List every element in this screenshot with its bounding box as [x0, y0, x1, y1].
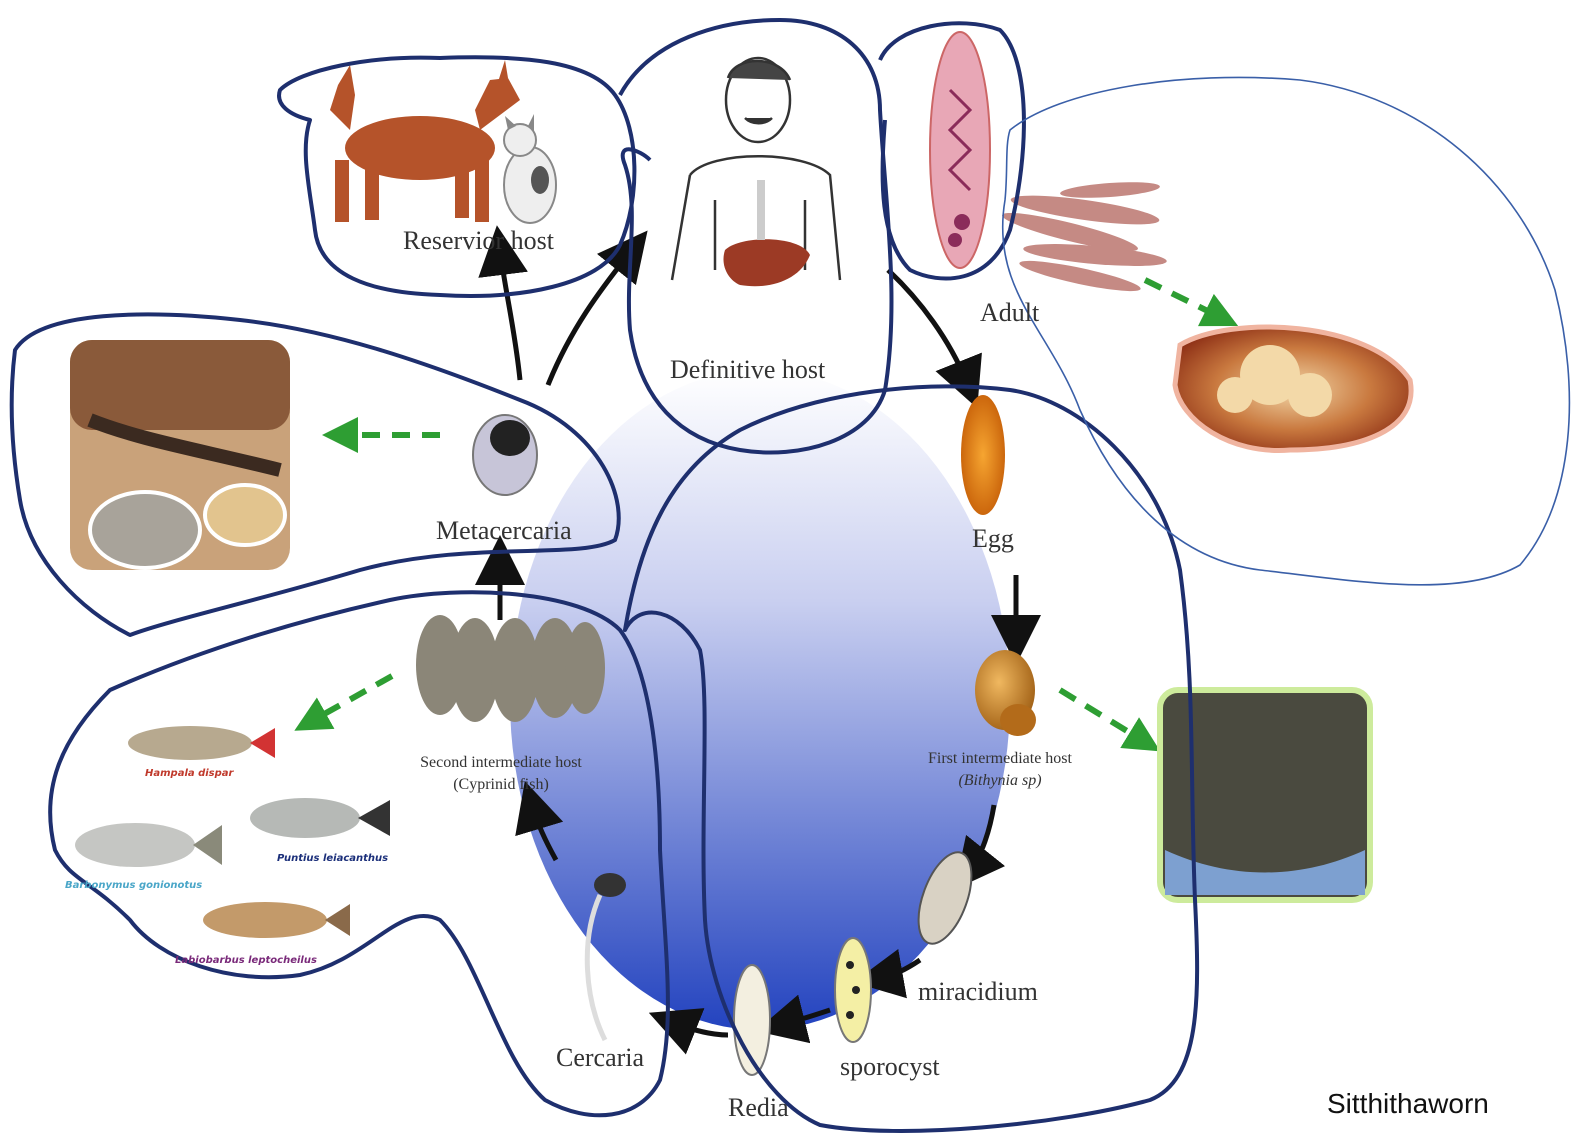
raw-fish-dish-photo — [70, 340, 290, 570]
label-miracidium: miracidium — [918, 977, 1038, 1007]
label-second-intermediate-host: Second intermediate host (Cyprinid fish) — [385, 752, 617, 795]
first-host-line2: (Bithynia sp) — [898, 770, 1102, 792]
fish-barbonymus — [75, 823, 222, 867]
citation-text: Sitthithaworn — [1327, 1088, 1489, 1120]
species-barbonymus: Barbonymus gonionotus — [65, 880, 202, 891]
cat-illustration — [504, 114, 556, 223]
label-metacercaria: Metacercaria — [436, 516, 572, 546]
liver-organ — [723, 180, 810, 286]
label-egg: Egg — [972, 524, 1014, 554]
dog-illustration — [330, 60, 520, 222]
cyprinid-fish-cluster — [416, 615, 605, 722]
fish-labiobarbus — [203, 902, 350, 938]
species-puntius: Puntius leiacanthus — [277, 853, 388, 864]
first-host-line1: First intermediate host — [898, 748, 1102, 770]
fish-hampala — [128, 726, 275, 760]
label-definitive-host: Definitive host — [670, 355, 825, 385]
label-cercaria: Cercaria — [556, 1043, 644, 1073]
diseased-liver — [1175, 327, 1411, 450]
adult-worms-cluster — [1000, 180, 1168, 297]
adult-worm — [930, 32, 990, 268]
fish-puntius — [250, 798, 390, 838]
label-adult: Adult — [980, 298, 1039, 328]
label-sporocyst: sporocyst — [840, 1052, 940, 1082]
metacercaria-cyst — [473, 415, 537, 495]
species-hampala: Hampala dispar — [145, 768, 233, 779]
label-first-intermediate-host: First intermediate host (Bithynia sp) — [898, 748, 1102, 791]
label-redia: Redia — [728, 1093, 789, 1123]
sporocyst-illustration — [835, 938, 871, 1042]
species-labiobarbus: Labiobarbus leptocheilus — [175, 955, 317, 966]
label-reservoir-host: Reservior host — [403, 226, 554, 256]
second-host-line1: Second intermediate host — [385, 752, 617, 774]
egg-illustration — [961, 395, 1005, 515]
second-host-line2: (Cyprinid fish) — [385, 774, 617, 796]
